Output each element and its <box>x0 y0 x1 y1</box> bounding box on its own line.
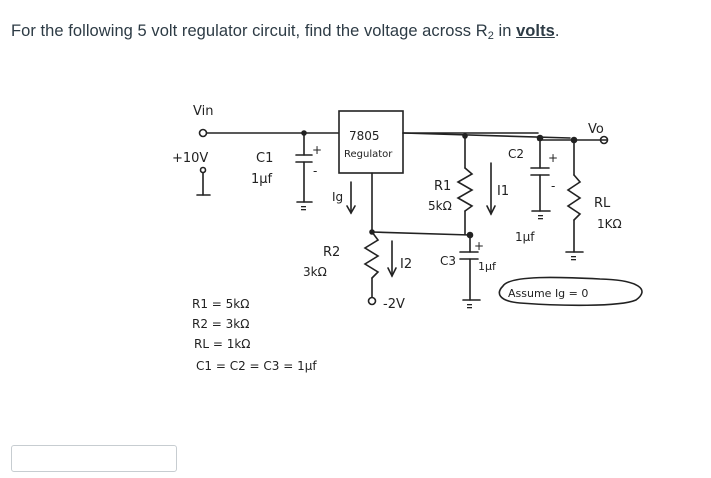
r1-value: 5kΩ <box>428 199 452 213</box>
neg-supply-label: -2V <box>383 297 405 312</box>
vin-value: +10V <box>172 151 208 166</box>
c2-plus: + <box>548 151 558 165</box>
given-rl: RL = 1kΩ <box>194 337 250 351</box>
assume-note: Assume Ig = 0 <box>508 287 588 300</box>
c3-value: 1μf <box>478 260 497 273</box>
question-text: For the following 5 volt regulator circu… <box>11 22 559 42</box>
question-prefix: For the following 5 volt regulator circu… <box>11 22 488 40</box>
rl-resistor <box>566 174 582 221</box>
given-values: R1 = 5kΩ R2 = 3kΩ RL = 1kΩ C1 = C2 = C3 … <box>192 297 317 373</box>
c1-plus: + <box>312 143 322 157</box>
c3-plus: + <box>474 239 484 253</box>
c2-label: C2 <box>508 147 524 161</box>
c1-value: 1μf <box>251 172 273 187</box>
regulator-label-1: 7805 <box>349 129 380 143</box>
given-capacitors: C1 = C2 = C3 = 1μf <box>196 359 317 373</box>
r2-label: R2 <box>323 245 340 260</box>
r2-value: 3kΩ <box>303 265 327 279</box>
c2-value: 1μf <box>515 230 535 244</box>
circuit-wires <box>196 110 643 307</box>
vo-terminal <box>599 135 609 145</box>
vin-terminal <box>198 128 208 138</box>
c1-minus: - <box>313 164 317 178</box>
question-emphasis: volts <box>516 22 555 40</box>
regulator-box <box>338 110 404 174</box>
ground-symbols <box>301 206 576 309</box>
question-subscript: 2 <box>487 30 494 42</box>
neg-supply-terminal <box>367 296 377 306</box>
c3-label: C3 <box>440 254 456 268</box>
given-r1: R1 = 5kΩ <box>192 297 249 311</box>
note-bubble <box>498 276 643 307</box>
answer-input[interactable] <box>11 445 177 472</box>
question-suffix: . <box>554 22 560 40</box>
i1-label: I1 <box>497 184 509 199</box>
circuit-labels: Vin +10V C1 1μf + - 7805 Regulator Ig R1… <box>172 104 622 312</box>
rl-value: 1KΩ <box>597 217 622 231</box>
vin-ground-terminal <box>199 166 207 174</box>
rl-label: RL <box>594 196 611 211</box>
question-middle: in <box>493 22 517 40</box>
i2-label: I2 <box>400 257 412 272</box>
vo-label: Vo <box>588 122 604 137</box>
c1-label: C1 <box>256 151 273 166</box>
r1-label: R1 <box>434 179 451 194</box>
r1-resistor <box>456 167 474 212</box>
vin-label: Vin <box>193 104 213 119</box>
given-r2: R2 = 3kΩ <box>192 317 249 331</box>
c2-minus: - <box>551 179 555 193</box>
r2-resistor <box>363 231 380 279</box>
regulator-label-2: Regulator <box>344 149 393 160</box>
ig-label: Ig <box>332 190 343 204</box>
